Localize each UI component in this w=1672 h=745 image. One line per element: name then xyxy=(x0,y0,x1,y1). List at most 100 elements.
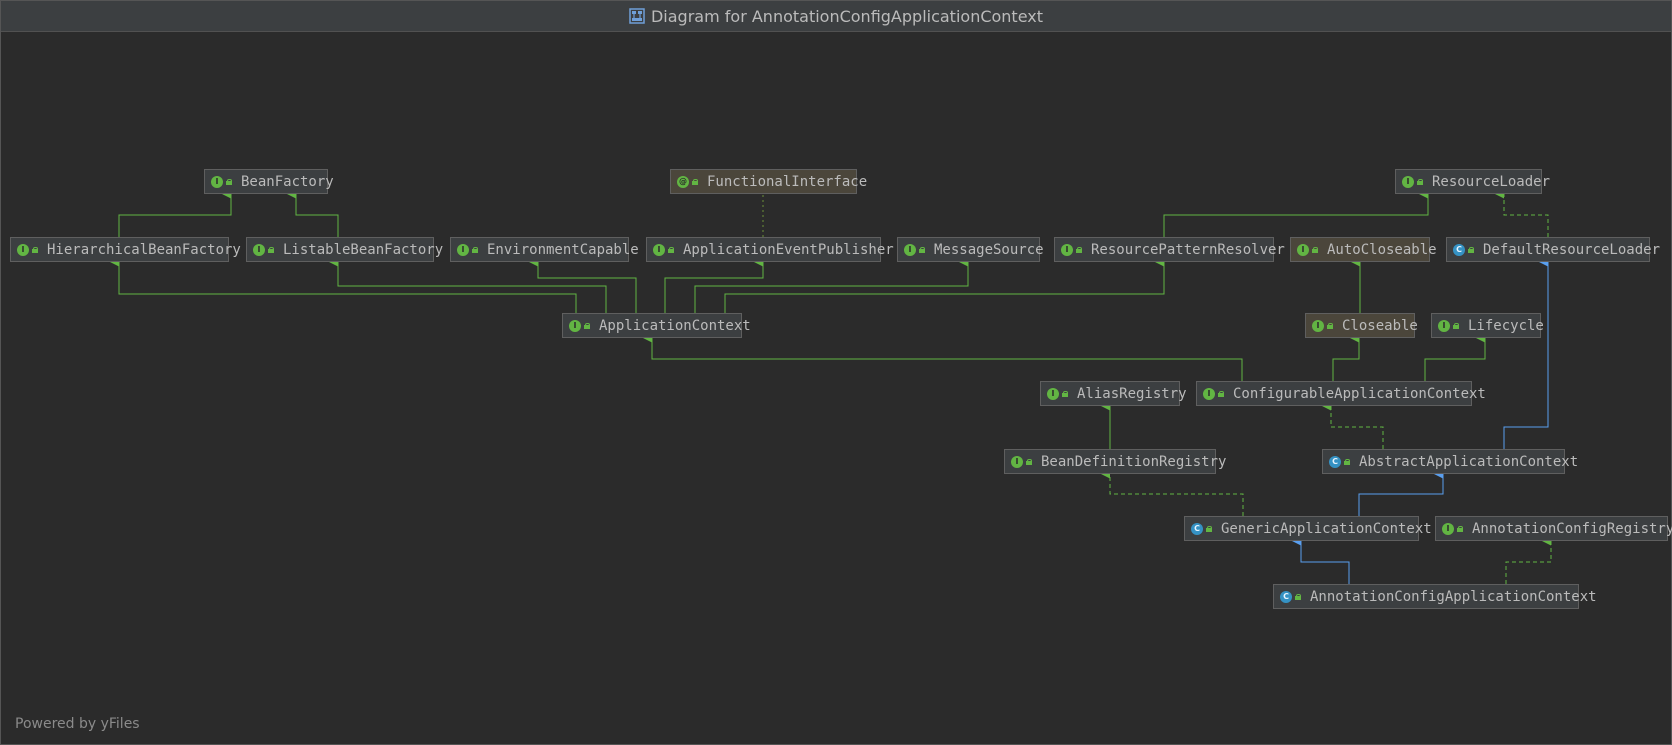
node-auto-closeable[interactable]: I AutoCloseable xyxy=(1290,237,1437,262)
node-message-source[interactable]: I MessageSource xyxy=(897,237,1044,262)
edge-application-context-to-listable-bean-factory xyxy=(329,257,607,313)
node-label: GenericApplicationContext xyxy=(1221,520,1432,537)
edge-default-resource-loader-to-resource-loader xyxy=(1495,189,1549,237)
node-generic-application-context[interactable]: C GenericApplicationContext xyxy=(1184,516,1432,541)
public-lock-icon xyxy=(268,246,274,253)
node-label: ResourcePatternResolver xyxy=(1091,241,1285,258)
node-annotation-config-application-context[interactable]: C AnnotationConfigApplicationContext xyxy=(1273,584,1597,609)
node-resource-loader[interactable]: I ResourceLoader xyxy=(1395,169,1550,194)
public-lock-icon xyxy=(226,178,232,185)
interface-icon: I xyxy=(253,243,265,256)
node-label: Lifecycle xyxy=(1468,317,1544,334)
node-label: ApplicationEventPublisher xyxy=(683,241,894,258)
interface-icon: I xyxy=(1061,243,1073,256)
node-label: AutoCloseable xyxy=(1327,241,1437,258)
edge-generic-application-context-to-abstract-application-context xyxy=(1358,469,1444,516)
edge-annotation-config-application-context-to-annotation-config-registry xyxy=(1505,536,1552,584)
interface-icon: I xyxy=(1438,319,1450,332)
node-label: BeanFactory xyxy=(241,173,334,190)
interface-icon: I xyxy=(1203,387,1215,400)
node-label: EnvironmentCapable xyxy=(487,241,639,258)
node-application-event-publisher[interactable]: I ApplicationEventPublisher xyxy=(646,237,894,262)
edge-listable-bean-factory-to-bean-factory xyxy=(287,189,339,237)
node-annotation-config-registry[interactable]: I AnnotationConfigRegistry xyxy=(1435,516,1672,541)
public-lock-icon xyxy=(1468,246,1474,253)
node-label: AbstractApplicationContext xyxy=(1359,453,1579,470)
node-label: ApplicationContext xyxy=(599,317,751,334)
powered-by-label: Powered by yFiles xyxy=(15,716,140,732)
public-lock-icon xyxy=(32,246,38,253)
node-label: MessageSource xyxy=(934,241,1044,258)
node-listable-bean-factory[interactable]: I ListableBeanFactory xyxy=(246,237,443,262)
node-label: HierarchicalBeanFactory xyxy=(47,241,241,258)
edge-configurable-application-context-to-closeable xyxy=(1332,333,1360,381)
interface-icon: I xyxy=(17,243,29,256)
edge-application-context-to-application-event-publisher xyxy=(664,257,764,313)
node-default-resource-loader[interactable]: C DefaultResourceLoader xyxy=(1446,237,1660,262)
class-icon: C xyxy=(1280,590,1292,603)
edge-abstract-application-context-to-configurable-application-context xyxy=(1322,401,1384,449)
edge-application-context-to-message-source xyxy=(694,257,969,313)
node-resource-pattern-resolver[interactable]: I ResourcePatternResolver xyxy=(1054,237,1285,262)
edge-generic-application-context-to-bean-definition-registry xyxy=(1101,469,1244,516)
node-label: ConfigurableApplicationContext xyxy=(1233,385,1486,402)
interface-icon: I xyxy=(569,319,581,332)
diagram-icon xyxy=(629,8,645,24)
node-label: Closeable xyxy=(1342,317,1418,334)
interface-icon: I xyxy=(653,243,665,256)
public-lock-icon xyxy=(1457,525,1463,532)
node-label: ResourceLoader xyxy=(1432,173,1551,190)
interface-icon: I xyxy=(1297,243,1309,256)
node-application-context[interactable]: I ApplicationContext xyxy=(562,313,751,338)
public-lock-icon xyxy=(1026,458,1032,465)
public-lock-icon xyxy=(1295,593,1301,600)
class-icon: C xyxy=(1453,243,1465,256)
node-label: AnnotationConfigApplicationContext xyxy=(1310,588,1597,605)
public-lock-icon xyxy=(1417,178,1423,185)
public-lock-icon xyxy=(1076,246,1082,253)
public-lock-icon xyxy=(584,322,590,329)
public-lock-icon xyxy=(1344,458,1350,465)
edge-abstract-application-context-to-default-resource-loader xyxy=(1503,257,1549,449)
node-label: AnnotationConfigRegistry xyxy=(1472,520,1672,537)
interface-icon: I xyxy=(904,243,916,256)
public-lock-icon xyxy=(1218,390,1224,397)
interface-icon: I xyxy=(1011,455,1023,468)
interface-icon: I xyxy=(1312,319,1324,332)
node-functional-interface[interactable]: @ FunctionalInterface xyxy=(670,169,867,194)
interface-icon: I xyxy=(1047,387,1059,400)
node-label: ListableBeanFactory xyxy=(283,241,444,258)
class-icon: C xyxy=(1191,522,1203,535)
abstract-class-icon: C xyxy=(1329,455,1341,468)
public-lock-icon xyxy=(1327,322,1333,329)
edge-application-context-to-resource-pattern-resolver xyxy=(724,257,1165,313)
node-hierarchical-bean-factory[interactable]: I HierarchicalBeanFactory xyxy=(10,237,241,262)
edge-configurable-application-context-to-application-context xyxy=(643,333,1243,381)
edge-resource-pattern-resolver-to-resource-loader xyxy=(1163,189,1429,237)
public-lock-icon xyxy=(1206,525,1212,532)
interface-icon: I xyxy=(1402,175,1414,188)
public-lock-icon xyxy=(692,178,698,185)
interface-icon: I xyxy=(1442,522,1454,535)
public-lock-icon xyxy=(472,246,478,253)
node-label: BeanDefinitionRegistry xyxy=(1041,453,1227,470)
node-label: AliasRegistry xyxy=(1077,385,1187,402)
title-bar: Diagram for AnnotationConfigApplicationC… xyxy=(1,1,1671,32)
node-abstract-application-context[interactable]: C AbstractApplicationContext xyxy=(1322,449,1578,474)
public-lock-icon xyxy=(668,246,674,253)
annotation-icon: @ xyxy=(677,175,689,188)
node-configurable-application-context[interactable]: I ConfigurableApplicationContext xyxy=(1196,381,1486,406)
public-lock-icon xyxy=(1312,246,1318,253)
node-closeable[interactable]: I Closeable xyxy=(1305,313,1418,338)
node-label: FunctionalInterface xyxy=(707,173,868,190)
node-label: DefaultResourceLoader xyxy=(1483,241,1661,258)
edge-annotation-config-application-context-to-generic-application-context xyxy=(1292,536,1350,584)
public-lock-icon xyxy=(1453,322,1459,329)
node-alias-registry[interactable]: I AliasRegistry xyxy=(1040,381,1187,406)
node-lifecycle[interactable]: I Lifecycle xyxy=(1431,313,1544,338)
node-bean-definition-registry[interactable]: I BeanDefinitionRegistry xyxy=(1004,449,1226,474)
